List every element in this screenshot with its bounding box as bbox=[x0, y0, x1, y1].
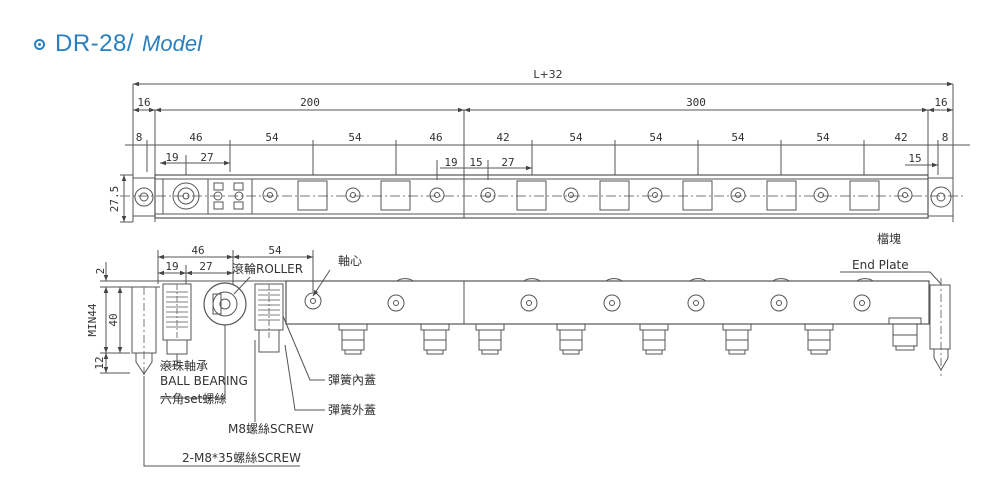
side-axis-holes bbox=[304, 292, 871, 312]
title-model-code: DR-28/ bbox=[55, 30, 135, 57]
dim-row4-15-mid: 15 bbox=[469, 156, 482, 169]
dim-row4-15-right: 15 bbox=[908, 152, 921, 165]
label-axis: 軸心 bbox=[338, 254, 362, 268]
top-roller-pockets bbox=[297, 180, 880, 211]
label-hex-set-screw: 六角set螺絲 bbox=[160, 391, 226, 406]
label-end-plate: End Plate bbox=[852, 258, 909, 272]
double-circle-icon bbox=[34, 38, 45, 50]
dim-side-46: 46 bbox=[191, 244, 204, 257]
dim-row2-300: 300 bbox=[686, 96, 706, 109]
side-hex-nuts bbox=[338, 317, 922, 355]
dim-side-12: 12 bbox=[93, 356, 106, 369]
dim-row3-d: 54 bbox=[348, 131, 362, 144]
dim-row2-200: 200 bbox=[300, 96, 320, 109]
side-view-labels: 46 54 19 27 2 MIN44 40 12 滾輪ROLLER 軸心 檔塊… bbox=[86, 231, 909, 465]
dim-row4-27-mid: 27 bbox=[501, 156, 514, 169]
dim-side-min44: MIN44 bbox=[86, 303, 99, 336]
dim-row2-end-left: 16 bbox=[137, 96, 150, 109]
dim-side-19: 19 bbox=[165, 260, 178, 273]
label-m8-screw: M8螺絲SCREW bbox=[228, 421, 314, 436]
label-roller: 滾輪ROLLER bbox=[232, 261, 303, 276]
dim-height-27-5: 27.5 bbox=[108, 186, 121, 213]
dim-row3-a: 8 bbox=[136, 131, 143, 144]
title-model-word: Model bbox=[142, 31, 202, 56]
label-end-block: 檔塊 bbox=[877, 231, 901, 246]
dim-row3-e: 46 bbox=[429, 131, 442, 144]
dim-row4-19-mid: 19 bbox=[444, 156, 457, 169]
dim-side-54: 54 bbox=[268, 244, 282, 257]
dim-row3-c: 54 bbox=[265, 131, 279, 144]
dim-row3-j: 54 bbox=[816, 131, 830, 144]
dim-row3-l: 8 bbox=[942, 131, 949, 144]
dim-row4-27-left: 27 bbox=[200, 151, 213, 164]
dim-row2-end-right: 16 bbox=[934, 96, 947, 109]
label-ball-bearing-zh: 滾珠軸承 bbox=[160, 359, 208, 373]
side-view bbox=[100, 250, 951, 467]
dim-side-27: 27 bbox=[199, 260, 212, 273]
dim-side-40: 40 bbox=[107, 313, 120, 326]
side-roller-arcs bbox=[396, 278, 874, 282]
dim-row3-h: 54 bbox=[649, 131, 663, 144]
label-spring-outer-cap: 彈簧外蓋 bbox=[328, 402, 376, 417]
label-spring-inner-cap: 彈簧內蓋 bbox=[328, 372, 376, 387]
dim-row3-k: 42 bbox=[894, 131, 907, 144]
dim-overall-length: L+32 bbox=[533, 68, 562, 81]
dim-row3-i: 54 bbox=[731, 131, 745, 144]
drawing-title: DR-28/ Model bbox=[34, 26, 202, 62]
top-axis-holes bbox=[262, 187, 913, 203]
dim-row4-19-left: 19 bbox=[165, 151, 178, 164]
dim-row3-g: 54 bbox=[569, 131, 583, 144]
dim-side-2: 2 bbox=[94, 268, 107, 275]
top-view bbox=[120, 81, 970, 223]
label-m8-35-screw: 2-M8*35螺絲SCREW bbox=[182, 450, 301, 465]
dim-row3-f: 42 bbox=[496, 131, 509, 144]
label-ball-bearing-en: BALL BEARING bbox=[160, 374, 248, 388]
dim-row3-b: 46 bbox=[189, 131, 202, 144]
top-view-dimensions: L+32 16 200 300 16 8 46 54 54 46 42 54 5… bbox=[108, 68, 948, 212]
